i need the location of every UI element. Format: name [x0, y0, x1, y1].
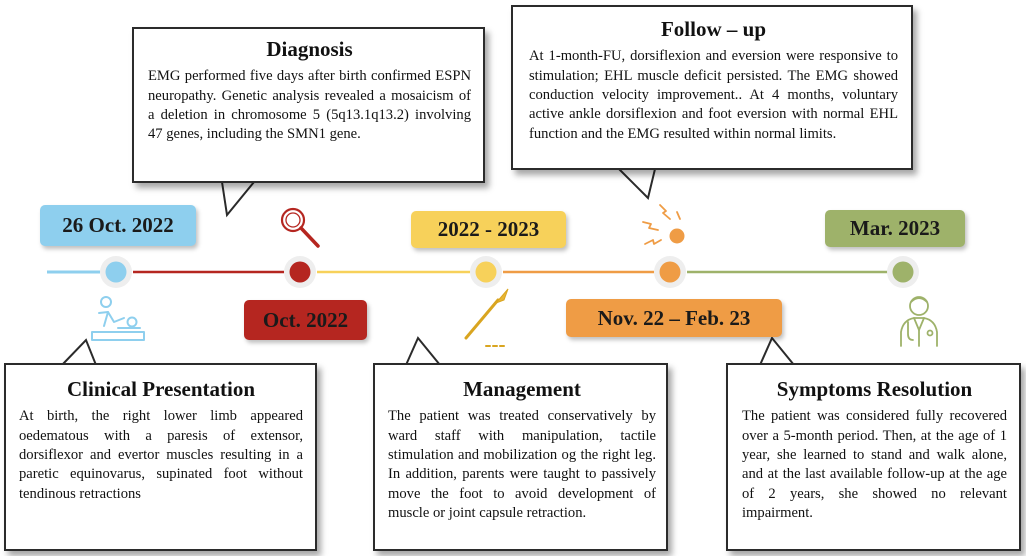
- physiotherapy-icon: [91, 296, 145, 341]
- doctor-icon: [900, 296, 938, 347]
- clinical-callout-tail: [61, 338, 97, 366]
- management-text: The patient was treated conservatively b…: [388, 408, 656, 522]
- date-label-1: 26 Oct. 2022: [40, 205, 196, 246]
- followup-text: At 1-month-FU, dorsiflexion and eversion…: [529, 48, 898, 142]
- timeline-node-4: [654, 256, 686, 288]
- clinical-title: Clinical Presentation: [66, 377, 255, 401]
- clinical-presentation-box: Clinical Presentation At birth, the righ…: [4, 363, 317, 551]
- date-label-4: Nov. 22 – Feb. 23: [566, 299, 782, 337]
- followup-box: Follow – up At 1-month-FU, dorsiflexion …: [511, 5, 913, 170]
- followup-callout-tail: [618, 168, 656, 200]
- magnifier-icon: [280, 207, 320, 248]
- scalpel-icon: [464, 288, 509, 347]
- resolution-callout-tail: [759, 336, 795, 366]
- timeline-node-2: [284, 256, 316, 288]
- management-title: Management: [463, 377, 581, 401]
- management-callout-tail: [405, 336, 441, 366]
- diagnosis-title: Diagnosis: [266, 37, 353, 61]
- diagnosis-box: Diagnosis EMG performed five days after …: [132, 27, 485, 183]
- resolution-text: The patient was considered fully recover…: [742, 408, 1007, 522]
- diagnosis-callout-tail: [221, 181, 255, 218]
- electric-stimulation-icon: [642, 204, 685, 245]
- date-label-3: 2022 - 2023: [411, 211, 566, 248]
- timeline-node-1: [100, 256, 132, 288]
- resolution-title: Symptoms Resolution: [776, 377, 973, 401]
- management-box: Management The patient was treated conse…: [373, 363, 668, 551]
- symptoms-resolution-box: Symptoms Resolution The patient was cons…: [726, 363, 1021, 551]
- diagnosis-text: EMG performed five days after birth conf…: [148, 68, 471, 143]
- clinical-text: At birth, the right lower limb appeared …: [19, 408, 303, 502]
- timeline-node-3: [470, 256, 502, 288]
- followup-title: Follow – up: [660, 17, 767, 41]
- timeline-node-5: [887, 256, 919, 288]
- date-label-5: Mar. 2023: [825, 210, 965, 247]
- date-label-2: Oct. 2022: [244, 300, 367, 340]
